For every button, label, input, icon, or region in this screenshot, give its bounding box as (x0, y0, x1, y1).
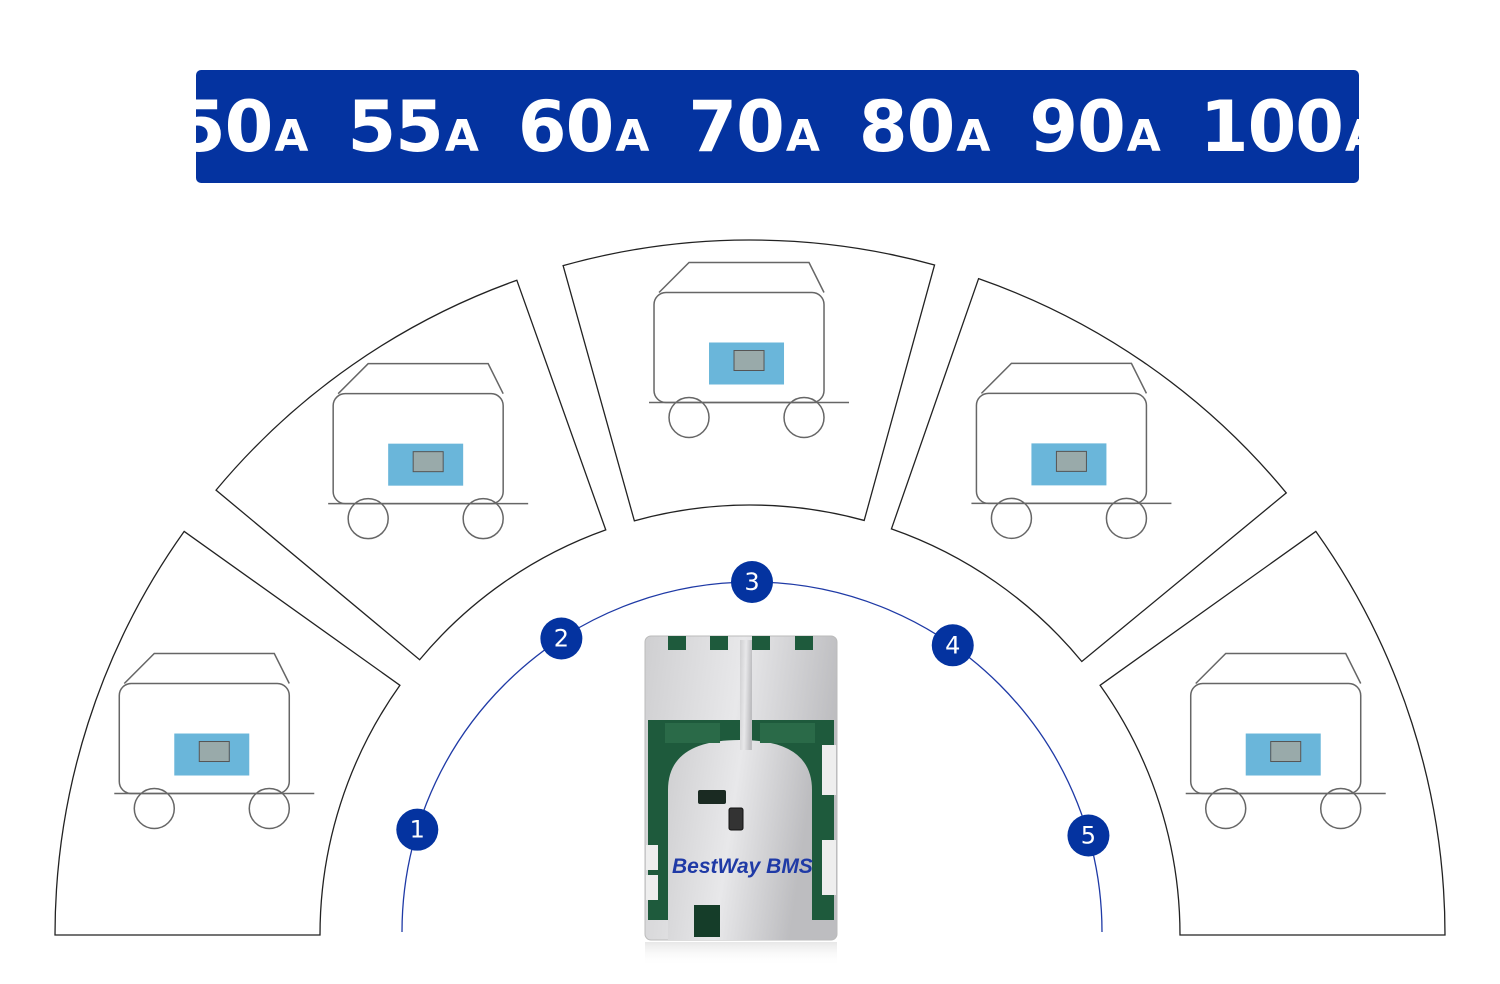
step-badge-2: 2 (540, 617, 583, 660)
application-panel-1 (54, 530, 401, 936)
rating-unit: A (956, 110, 990, 162)
floor-scrubber-icon (114, 652, 315, 830)
rating-unit: A (1126, 110, 1161, 162)
rating-100A: 100A (1199, 85, 1379, 168)
bms-board: BestWay BMS (644, 635, 838, 966)
rating-80A: 80A (858, 85, 990, 168)
rating-55A: 55A (347, 85, 479, 168)
electric-tricycle-icon (328, 362, 529, 540)
rating-unit: A (444, 110, 479, 162)
rating-70A: 70A (688, 85, 820, 168)
application-panel-2 (215, 279, 607, 661)
rating-unit: A (615, 110, 649, 162)
rating-value: 90 (1029, 85, 1125, 168)
application-panel-4 (890, 277, 1288, 663)
forklift-icon (971, 362, 1172, 540)
rating-unit: A (274, 110, 308, 162)
rating-60A: 60A (517, 85, 649, 168)
rating-value: 60 (517, 85, 614, 168)
bestway-bms-logo: BestWay BMS (672, 855, 813, 878)
rating-unit: A (1344, 110, 1379, 162)
rating-unit: A (785, 110, 820, 162)
step-badge-1: 1 (396, 808, 439, 851)
rating-value: 55 (347, 85, 443, 168)
application-panel-5 (1099, 530, 1446, 936)
step-number: 2 (554, 624, 569, 652)
step-badge-4: 4 (931, 624, 974, 667)
step-badge-5: 5 (1067, 814, 1110, 857)
golf-cart-icon (649, 261, 850, 439)
rating-90A: 90A (1029, 85, 1161, 168)
energy-storage-unit-icon (1185, 652, 1386, 830)
rating-50A: 50A (176, 85, 308, 168)
step-number: 3 (744, 568, 759, 596)
rating-value: 50 (176, 85, 273, 168)
rating-value: 80 (858, 85, 955, 168)
step-number: 5 (1081, 822, 1096, 850)
application-panel-3 (562, 239, 936, 522)
step-number: 4 (945, 631, 960, 659)
step-badge-3: 3 (731, 561, 773, 603)
step-number: 1 (410, 816, 425, 844)
rating-value: 100 (1199, 85, 1344, 168)
rating-value: 70 (688, 85, 784, 168)
